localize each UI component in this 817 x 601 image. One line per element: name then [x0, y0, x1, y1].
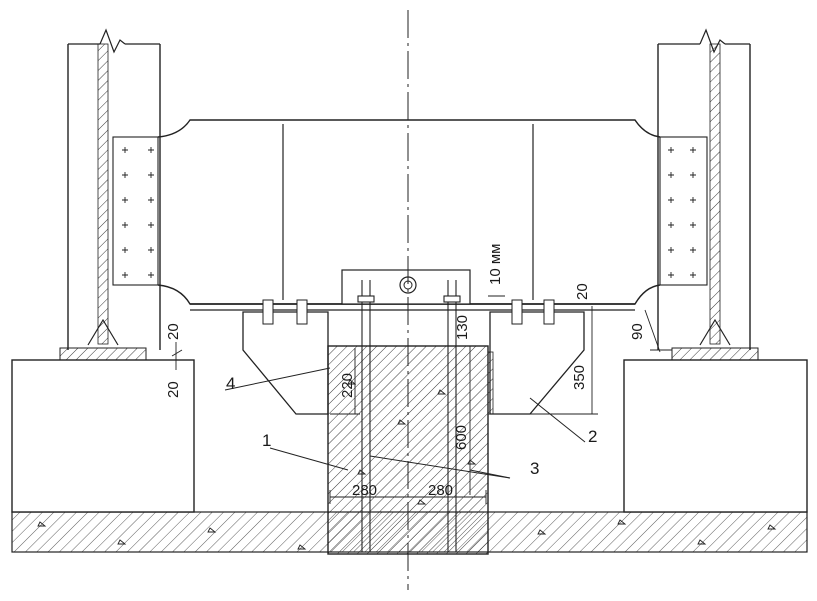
callout-1: 1 [262, 431, 271, 450]
right-bolt-pattern [668, 147, 696, 278]
callout-3: 3 [530, 459, 539, 478]
anchor-bolts [357, 280, 461, 552]
right-foundation-block [623, 359, 808, 513]
callout-2: 2 [588, 427, 597, 446]
dim-left-bottom: 20 [165, 381, 182, 398]
dim-width-right: 280 [428, 482, 453, 499]
dim-width-left: 280 [352, 482, 377, 499]
dim-left-top: 20 [165, 323, 182, 340]
dimension-lines [171, 295, 672, 504]
dim-right-top: 20 [574, 283, 591, 300]
right-bracket [489, 311, 585, 415]
left-bracket [242, 311, 329, 415]
dim-pedestal-offset: 220 [339, 373, 356, 398]
callout-4: 4 [226, 374, 235, 393]
dim-right-90: 90 [629, 323, 646, 340]
shim-plate [487, 351, 494, 415]
dim-plate-gap: 10 мм [487, 244, 504, 285]
dim-pedestal-height: 600 [453, 425, 470, 450]
left-foundation-block [11, 359, 195, 513]
dim-bracket-height: 350 [571, 365, 588, 390]
left-bolt-pattern [122, 147, 154, 278]
bracket-bolts [262, 299, 555, 325]
right-column [657, 28, 759, 361]
leader-lines [224, 367, 586, 479]
dim-pedestal-top: 130 [454, 315, 471, 340]
left-column [59, 28, 161, 361]
